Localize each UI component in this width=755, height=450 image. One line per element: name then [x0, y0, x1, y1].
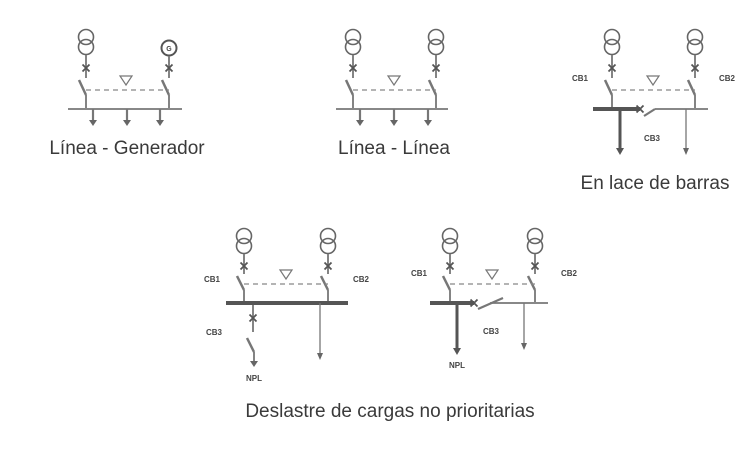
diagram-line-generator: G Línea - Generador: [49, 28, 205, 159]
breaker-icon: [77, 79, 88, 96]
transformer-icon: [77, 28, 95, 56]
transformer-icon: [526, 227, 544, 255]
generator-label: G: [166, 46, 172, 53]
arrow-down-icon: [390, 120, 398, 126]
tie-breaker-icon: [477, 296, 504, 311]
breaker-icon: [235, 275, 246, 291]
arrow-down-icon: [317, 353, 323, 360]
caption-load-shedding: Deslastre de cargas no prioritarias: [245, 401, 534, 422]
breaker-icon: [160, 79, 171, 96]
transformer-icon: [427, 28, 445, 56]
relay-triangle-icon: [485, 269, 499, 280]
label-npl: NPL: [449, 361, 465, 370]
label-cb3: CB3: [483, 327, 500, 336]
breaker-icon: [427, 79, 438, 96]
breaker-icon: [344, 79, 355, 96]
breaker-icon: [603, 79, 614, 96]
breaker-icon: [686, 79, 697, 96]
caption-line-generator: Línea - Generador: [49, 138, 205, 159]
diagram-load-shedding-2: CB1 CB2 CB3 NPL: [411, 227, 578, 370]
diagram-load-shedding-1: CB1 CB2 CB3 NPL: [204, 227, 370, 383]
label-cb2: CB2: [353, 275, 370, 284]
arrow-down-icon: [616, 148, 624, 155]
arrow-down-icon: [683, 148, 689, 155]
arrow-down-icon: [453, 348, 461, 355]
relay-triangle-icon: [119, 75, 133, 86]
relay-triangle-icon: [646, 75, 660, 86]
breaker-icon: [526, 275, 537, 291]
transformer-icon: [235, 227, 253, 255]
arrow-down-icon: [521, 343, 527, 350]
arrow-down-icon: [424, 120, 432, 126]
transformer-icon: [686, 28, 704, 56]
arrow-down-icon: [89, 120, 97, 126]
diagram-bus-tie: CB1 CB2 CB3 En lace de barras: [572, 28, 736, 194]
label-npl: NPL: [246, 374, 262, 383]
breaker-icon: [319, 275, 330, 291]
breaker-icon: [441, 275, 452, 291]
diagram-line-line: Línea - Línea: [336, 28, 450, 159]
generator-icon: G: [160, 39, 178, 57]
transformer-icon: [441, 227, 459, 255]
arrow-down-icon: [356, 120, 364, 126]
relay-triangle-icon: [387, 75, 401, 86]
label-cb1: CB1: [411, 269, 428, 278]
arrow-down-icon: [250, 361, 258, 367]
caption-bus-tie: En lace de barras: [581, 173, 730, 194]
label-cb1: CB1: [204, 275, 221, 284]
label-cb2: CB2: [719, 74, 736, 83]
transformer-icon: [344, 28, 362, 56]
label-cb1: CB1: [572, 74, 589, 83]
transformer-icon: [603, 28, 621, 56]
label-cb2: CB2: [561, 269, 578, 278]
arrow-down-icon: [156, 120, 164, 126]
arrow-down-icon: [123, 120, 131, 126]
relay-triangle-icon: [279, 269, 293, 280]
npl-breaker-icon: [245, 337, 256, 353]
label-cb3: CB3: [644, 134, 661, 143]
transformer-icon: [319, 227, 337, 255]
label-cb3: CB3: [206, 328, 223, 337]
tie-breaker-icon: [643, 108, 656, 117]
caption-line-line: Línea - Línea: [338, 138, 450, 159]
